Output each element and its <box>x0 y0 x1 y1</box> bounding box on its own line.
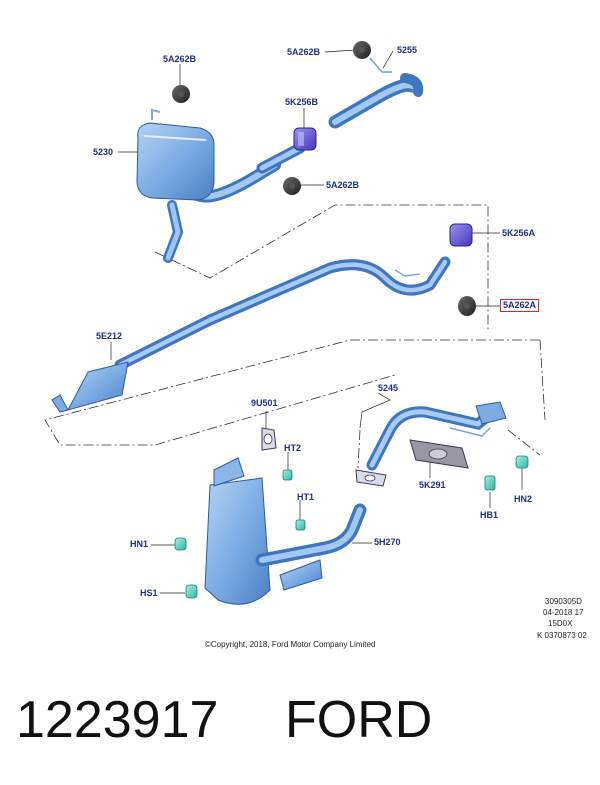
catalytic-converter <box>204 457 367 605</box>
copyright-notice: ©Copyright, 2018, Ford Motor Company Lim… <box>205 640 376 649</box>
rear-pipe-5255 <box>256 57 424 174</box>
assembly-outlines <box>44 204 546 469</box>
callout-hs1: HS1 <box>140 588 158 598</box>
callout-5e212: 5E212 <box>96 331 123 341</box>
callout-5a262a: 5A262A <box>500 299 540 312</box>
callout-5255: 5255 <box>397 45 418 55</box>
rear-muffler <box>136 108 281 263</box>
diagram-code-3: 15D0X <box>548 619 573 628</box>
diagram-code-4: K 0370873 02 <box>537 631 587 640</box>
callout-5a262b-right: 5A262B <box>287 47 321 57</box>
callout-5k256b: 5K256B <box>285 97 319 107</box>
callout-5245: 5245 <box>378 383 399 393</box>
callout-hn2: HN2 <box>514 494 533 504</box>
callout-5h270: 5H270 <box>374 537 401 547</box>
callout-hn1: HN1 <box>130 539 149 549</box>
fasteners <box>174 455 529 599</box>
callout-5k256a: 5K256A <box>502 228 536 238</box>
callout-hb1: HB1 <box>480 510 499 520</box>
leader-lines <box>110 49 523 594</box>
callout-5k291: 5K291 <box>419 480 446 490</box>
callout-9u501: 9U501 <box>251 398 278 408</box>
callout-5a262b-top: 5A262B <box>163 54 197 64</box>
callout-ht1: HT1 <box>297 492 315 502</box>
brand-name: FORD <box>285 691 433 749</box>
callout-5a262b-center: 5A262B <box>326 180 360 190</box>
diagram-code-1: 3090305D <box>545 597 582 606</box>
clamp-5k256b <box>293 127 317 151</box>
gaskets <box>261 427 469 487</box>
callout-5230: 5230 <box>93 147 114 157</box>
diagram-code-2: 04-2018 17 <box>543 608 584 617</box>
intermediate-pipe <box>51 223 473 413</box>
rubber-hangers <box>172 41 476 316</box>
front-pipe <box>366 401 507 471</box>
callout-ht2: HT2 <box>284 443 302 453</box>
part-number: 1223917 <box>16 691 219 749</box>
